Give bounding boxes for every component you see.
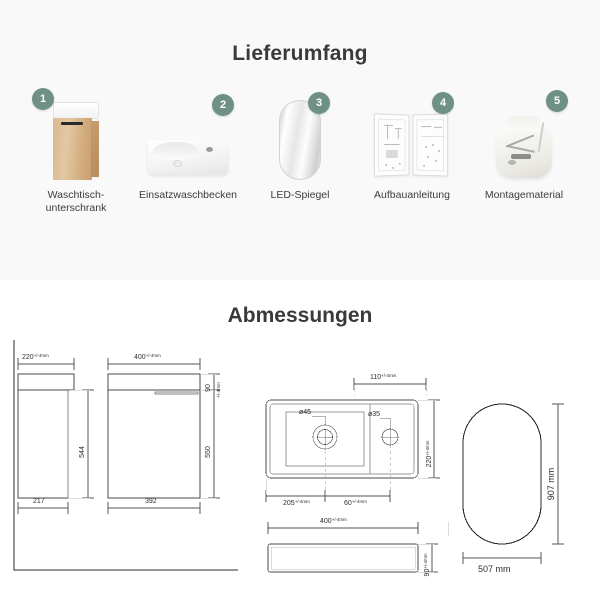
hardware-bag-icon [493,110,555,180]
manual-page-right-frame [416,118,446,172]
basin-icon [148,134,228,180]
dim-cabinet-total-height: 550 [205,446,212,458]
dim-drain-diameter: ø45 [299,409,312,416]
bag-neck [507,116,541,132]
basin-drain [173,160,182,167]
mirror-icon [279,100,321,180]
bracket-1 [511,154,531,159]
manual-icon [373,113,450,180]
cabinet-icon [53,102,99,180]
scope-of-delivery-section: Lieferumfang 1 Waschtisch-unterschrank 2 [0,0,600,281]
dim-cabinet-top-height-tol: +/-4mm [216,382,221,398]
dimensions-drawings: 220+/-4mm 544 217 400+/-4mm 90 +/-4mm 55… [0,332,600,600]
dimensions-title: Abmessungen [227,304,373,327]
basin-tap-hole [206,147,213,152]
technical-drawing-svg [13,340,564,573]
dim-mirror-width: 507 mm [478,564,511,574]
scope-item-cabinet: 1 Waschtisch-unterschrank [20,88,132,215]
cabinet-handle [61,122,83,125]
scope-item-basin: 2 Einsatzwaschbecken [132,88,244,202]
badge-4: 4 [432,92,454,114]
cabinet-art: 1 [26,88,126,180]
scope-item-hardware: 5 Montagematerial [468,88,580,202]
bag-body [496,126,552,178]
cabinet-side-panel [91,121,99,177]
manual-page-left [373,113,410,177]
washer-1 [508,160,516,165]
basin-art: 2 [138,88,238,180]
dim-basin-width: 400+/-4mm [320,517,347,525]
dim-basin-offset: 110+/-4mm [370,373,397,381]
dim-mirror-height: 907 mm [546,467,556,501]
badge-3: 3 [308,92,330,114]
manual-page-right [412,113,449,177]
dimensions-section: Abmessungen [0,280,600,600]
scope-item-label-4: Aufbauanleitung [374,189,450,201]
dim-cabinet-base-depth: 217 [33,498,45,505]
badge-2: 2 [212,94,234,116]
dim-drain-position: 205+/-4mm [283,499,310,507]
scope-item-label-5: Montagematerial [484,189,564,201]
scope-item-mirror: 3 LED-Spiegel [244,88,356,202]
hardware-bag-art: 5 [474,88,574,180]
cabinet-front-panel [53,118,92,180]
scope-title: Lieferumfang [232,42,368,65]
badge-5: 5 [546,90,568,112]
scope-item-label-3: LED-Spiegel [270,189,330,201]
mirror-art: 3 [250,88,350,180]
dim-basin-height: 90+/-4mm [423,553,431,577]
scope-item-manual: 4 [356,88,468,202]
dim-cabinet-depth: 220+/-4mm [22,353,49,361]
badge-1: 1 [32,88,54,110]
scope-items-list: 1 Waschtisch-unterschrank 2 [0,88,600,238]
cabinet-countertop [53,102,99,119]
manual-art: 4 [362,88,462,180]
dim-tap-position: 60+/-4mm [344,499,367,507]
dim-cabinet-height: 544 [79,446,86,458]
scope-item-label-1: Waschtisch-unterschrank [45,189,107,214]
scope-item-label-2: Einsatzwaschbecken [138,189,238,201]
dim-cabinet-top-height: 90 [205,384,212,392]
dim-cabinet-base-width: 392 [145,498,157,505]
dim-cabinet-width: 400+/-4mm [134,353,161,361]
basin-bowl [153,142,199,160]
dim-tap-diameter: ø35 [368,411,381,418]
manual-page-left-frame [378,118,406,172]
dim-basin-depth: 220+/-4mm [425,440,433,468]
